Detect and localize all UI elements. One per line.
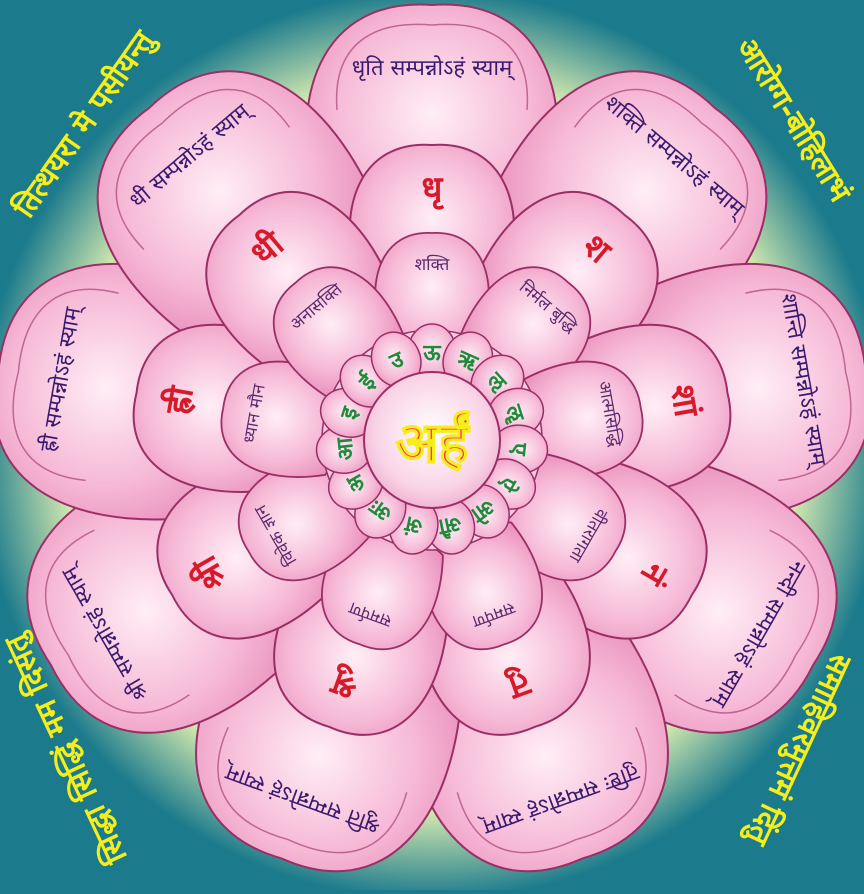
vowel-letter: आ xyxy=(332,435,359,461)
center-mantra: अर्हं xyxy=(396,410,471,476)
vowel-letter: ऊ xyxy=(422,341,441,366)
center-disc: अर्हं xyxy=(364,372,500,508)
outer-petal-text: धृति सम्पन्नोऽहं स्याम् xyxy=(352,55,516,81)
bija-letter: धृ xyxy=(422,169,445,210)
inner-petal-word: शक्ति xyxy=(415,254,450,275)
